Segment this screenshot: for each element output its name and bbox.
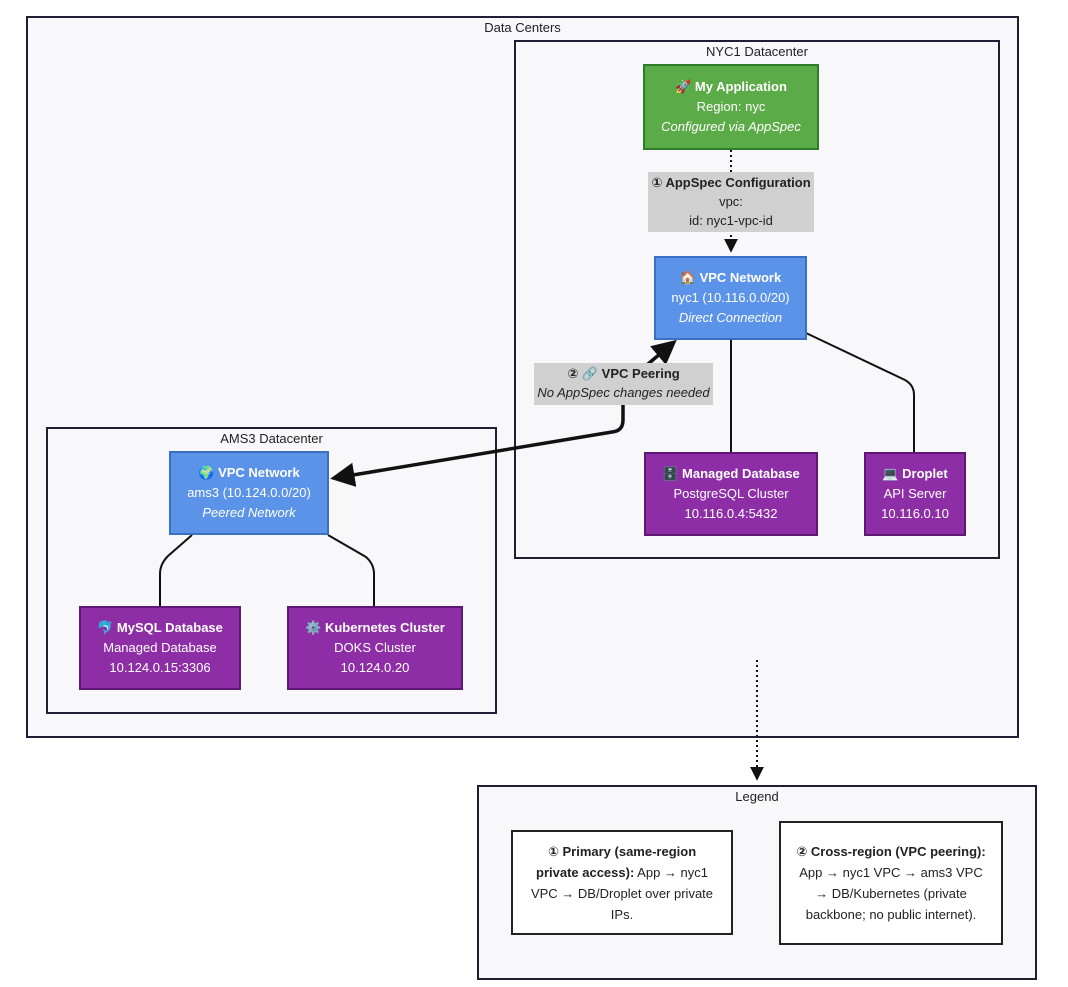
node-managed-database-title: Managed Database xyxy=(682,466,800,481)
edge-label-peering-line1: No AppSpec changes needed xyxy=(537,385,710,400)
edge-vpc-nyc1-to-droplet xyxy=(805,332,915,452)
edge-label-appspec-title: ① AppSpec Configuration xyxy=(651,175,811,190)
legend-cross-text: App → nyc1 VPC → ams3 VPC → DB/Kubernete… xyxy=(799,865,983,922)
node-droplet[interactable]: 💻 Droplet API Server 10.116.0.10 xyxy=(864,452,966,536)
house-icon: 🏠 xyxy=(679,270,696,285)
node-kubernetes-cluster-title: Kubernetes Cluster xyxy=(324,620,445,635)
legend-cross-bold: ② Cross-region (VPC peering): xyxy=(796,844,986,859)
node-my-application-line1: Region: nyc xyxy=(696,99,766,114)
node-mysql-database-line1: Managed Database xyxy=(103,640,217,655)
node-vpc-nyc1-line1: nyc1 (10.116.0.0/20) xyxy=(671,290,790,305)
node-droplet-title: Droplet xyxy=(902,466,948,481)
cluster-title-ams3: AMS3 Datacenter xyxy=(220,431,323,446)
dolphin-icon: 🐬 xyxy=(97,620,114,635)
edge-label-appspec-line1: vpc: xyxy=(719,194,743,209)
legend-cross-region: ② Cross-region (VPC peering): App → nyc1… xyxy=(779,821,1003,945)
edge-label-appspec: ① AppSpec Configuration vpc: id: nyc1-vp… xyxy=(648,172,814,232)
node-mysql-database-line2: 10.124.0.15:3306 xyxy=(109,660,211,675)
node-droplet-line1: API Server xyxy=(883,486,947,501)
node-kubernetes-cluster-line1: DOKS Cluster xyxy=(334,640,416,655)
edge-peering xyxy=(330,339,677,487)
node-vpc-ams3-line2: Peered Network xyxy=(202,505,296,520)
node-vpc-ams3-line1: ams3 (10.124.0.0/20) xyxy=(187,485,311,500)
gear-icon: ⚙️ xyxy=(305,620,322,635)
node-vpc-nyc1[interactable]: 🏠 VPC Network nyc1 (10.116.0.0/20) Direc… xyxy=(654,256,807,340)
node-vpc-nyc1-line2: Direct Connection xyxy=(678,310,783,325)
filing-cabinet-icon: 🗄️ xyxy=(662,466,679,481)
laptop-icon: 💻 xyxy=(882,466,899,481)
node-kubernetes-cluster-line2: 10.124.0.20 xyxy=(340,660,410,675)
node-managed-database-line2: 10.116.0.4:5432 xyxy=(684,506,778,521)
node-droplet-line2: 10.116.0.10 xyxy=(881,506,949,521)
edge-vpc-ams3-to-mysql xyxy=(159,534,193,606)
globe-icon: 🌍 xyxy=(198,465,215,480)
legend-primary-bold: ① Primary (same-region private access): xyxy=(536,843,697,880)
cluster-title-legend: Legend xyxy=(735,789,779,804)
node-vpc-nyc1-title: VPC Network xyxy=(699,270,782,285)
node-my-application-line2: Configured via AppSpec xyxy=(661,119,801,134)
edge-label-peering-title: ② 🔗 VPC Peering xyxy=(567,366,680,381)
rocket-icon: 🚀 xyxy=(675,79,692,94)
node-vpc-ams3[interactable]: 🌍 VPC Network ams3 (10.124.0.0/20) Peere… xyxy=(169,451,329,535)
node-mysql-database[interactable]: 🐬 MySQL Database Managed Database 10.124… xyxy=(79,606,241,690)
node-managed-database[interactable]: 🗄️ Managed Database PostgreSQL Cluster 1… xyxy=(644,452,818,536)
node-kubernetes-cluster[interactable]: ⚙️ Kubernetes Cluster DOKS Cluster 10.12… xyxy=(287,606,463,690)
node-my-application[interactable]: 🚀 My Application Region: nyc Configured … xyxy=(643,64,819,150)
legend-primary-text: App → nyc1 VPC → DB/Droplet over private… xyxy=(530,864,714,922)
edge-label-peering: ② 🔗 VPC Peering No AppSpec changes neede… xyxy=(534,363,713,405)
node-my-application-title: My Application xyxy=(694,79,787,94)
edge-label-appspec-line2: id: nyc1-vpc-id xyxy=(689,213,773,228)
node-vpc-ams3-title: VPC Network xyxy=(218,465,300,480)
cluster-title-data-centers: Data Centers xyxy=(484,20,561,35)
legend-primary: ① Primary (same-region private access): … xyxy=(511,830,733,935)
edge-vpc-ams3-to-k8s xyxy=(327,534,375,606)
cluster-title-nyc1: NYC1 Datacenter xyxy=(706,44,808,59)
node-managed-database-line1: PostgreSQL Cluster xyxy=(673,486,789,501)
node-mysql-database-title: MySQL Database xyxy=(116,620,223,635)
